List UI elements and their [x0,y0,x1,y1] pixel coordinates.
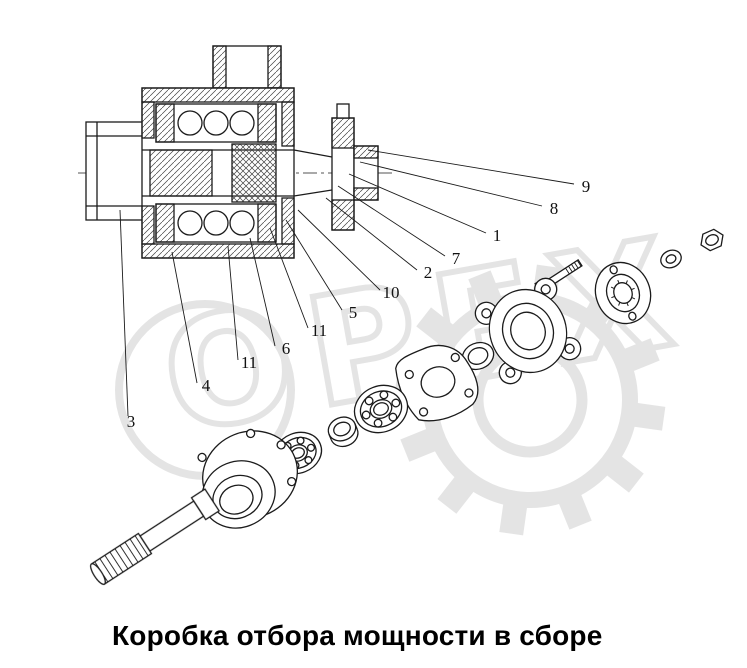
part-washer [660,249,682,269]
callout-label: 1 [493,226,502,245]
assembly-drawing [78,45,392,259]
part-mount-flange [474,277,582,385]
part-spacer-ring [327,416,359,448]
callout-label: 6 [282,339,291,358]
callout-label: 8 [550,199,559,218]
callout-label: 2 [424,263,433,282]
callout-label: 9 [582,177,591,196]
callout-label: 3 [127,412,136,431]
part-gasket [395,344,479,422]
callout-label: 4 [202,376,211,395]
part-small-flange [594,261,652,325]
callout-label: 11 [241,353,257,372]
exploded-parts [89,228,724,585]
part-nut [700,228,724,252]
part-seal-ring [461,341,495,371]
callout-labels: 9 8 1 7 2 10 5 11 6 11 4 3 [127,177,591,431]
callout-label: 5 [349,303,358,322]
callout-label: 10 [383,283,400,302]
diagram-caption: Коробка отбора мощности в сборе [112,620,603,651]
callout-label: 7 [452,249,461,268]
part-splined-shaft [89,488,221,585]
part-bearing [353,384,409,434]
leader-lines [119,149,575,417]
callout-label: 11 [311,321,327,340]
